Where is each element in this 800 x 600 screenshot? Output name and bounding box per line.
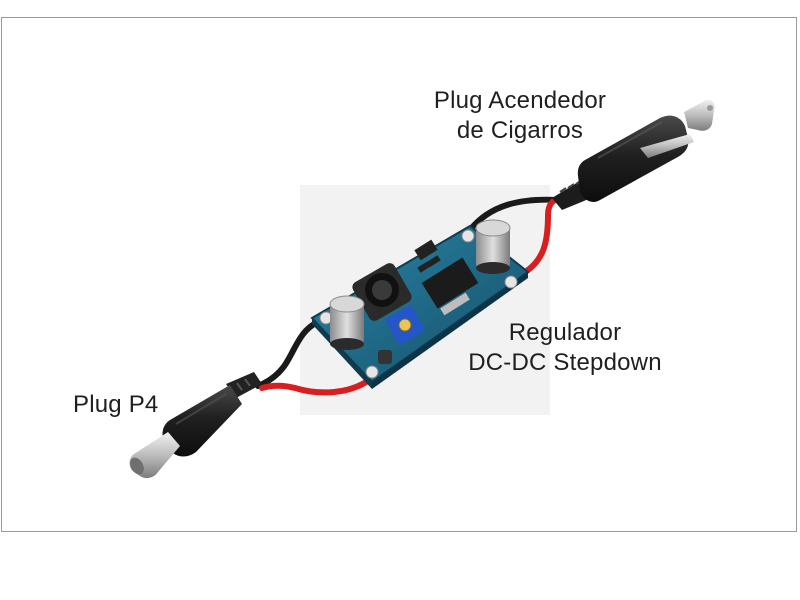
wire-black-top <box>467 196 561 233</box>
wire-black-bottom <box>255 319 321 389</box>
inductor <box>352 263 412 321</box>
small-inductor <box>378 350 392 364</box>
label-regulator-line1: Regulador <box>508 319 622 346</box>
regulator-module <box>310 219 530 389</box>
label-cigarette-plug-line1: Plug Acendedor <box>433 87 607 114</box>
capacitor-right <box>475 219 511 274</box>
label-cigarette-plug: Plug Acendedor de Cigarros <box>395 86 645 146</box>
cigarette-plug-icon <box>552 99 715 210</box>
mount-hole <box>504 275 518 289</box>
wires <box>255 195 563 396</box>
wire-red-bottom <box>259 375 375 396</box>
potentiometer <box>385 305 425 345</box>
label-cigarette-plug-line2: de Cigarros <box>456 117 584 144</box>
mount-hole <box>461 229 475 243</box>
diode <box>414 239 438 261</box>
label-p4-plug: Plug P4 <box>73 391 159 418</box>
label-regulator: Regulador DC-DC Stepdown <box>440 318 690 378</box>
label-regulator-line2: DC-DC Stepdown <box>468 349 662 376</box>
regulator-ic <box>421 257 479 316</box>
mount-hole <box>365 365 379 379</box>
wire-red-top <box>517 195 563 278</box>
p4-plug-icon <box>129 372 262 479</box>
capacitor-left <box>329 295 365 350</box>
